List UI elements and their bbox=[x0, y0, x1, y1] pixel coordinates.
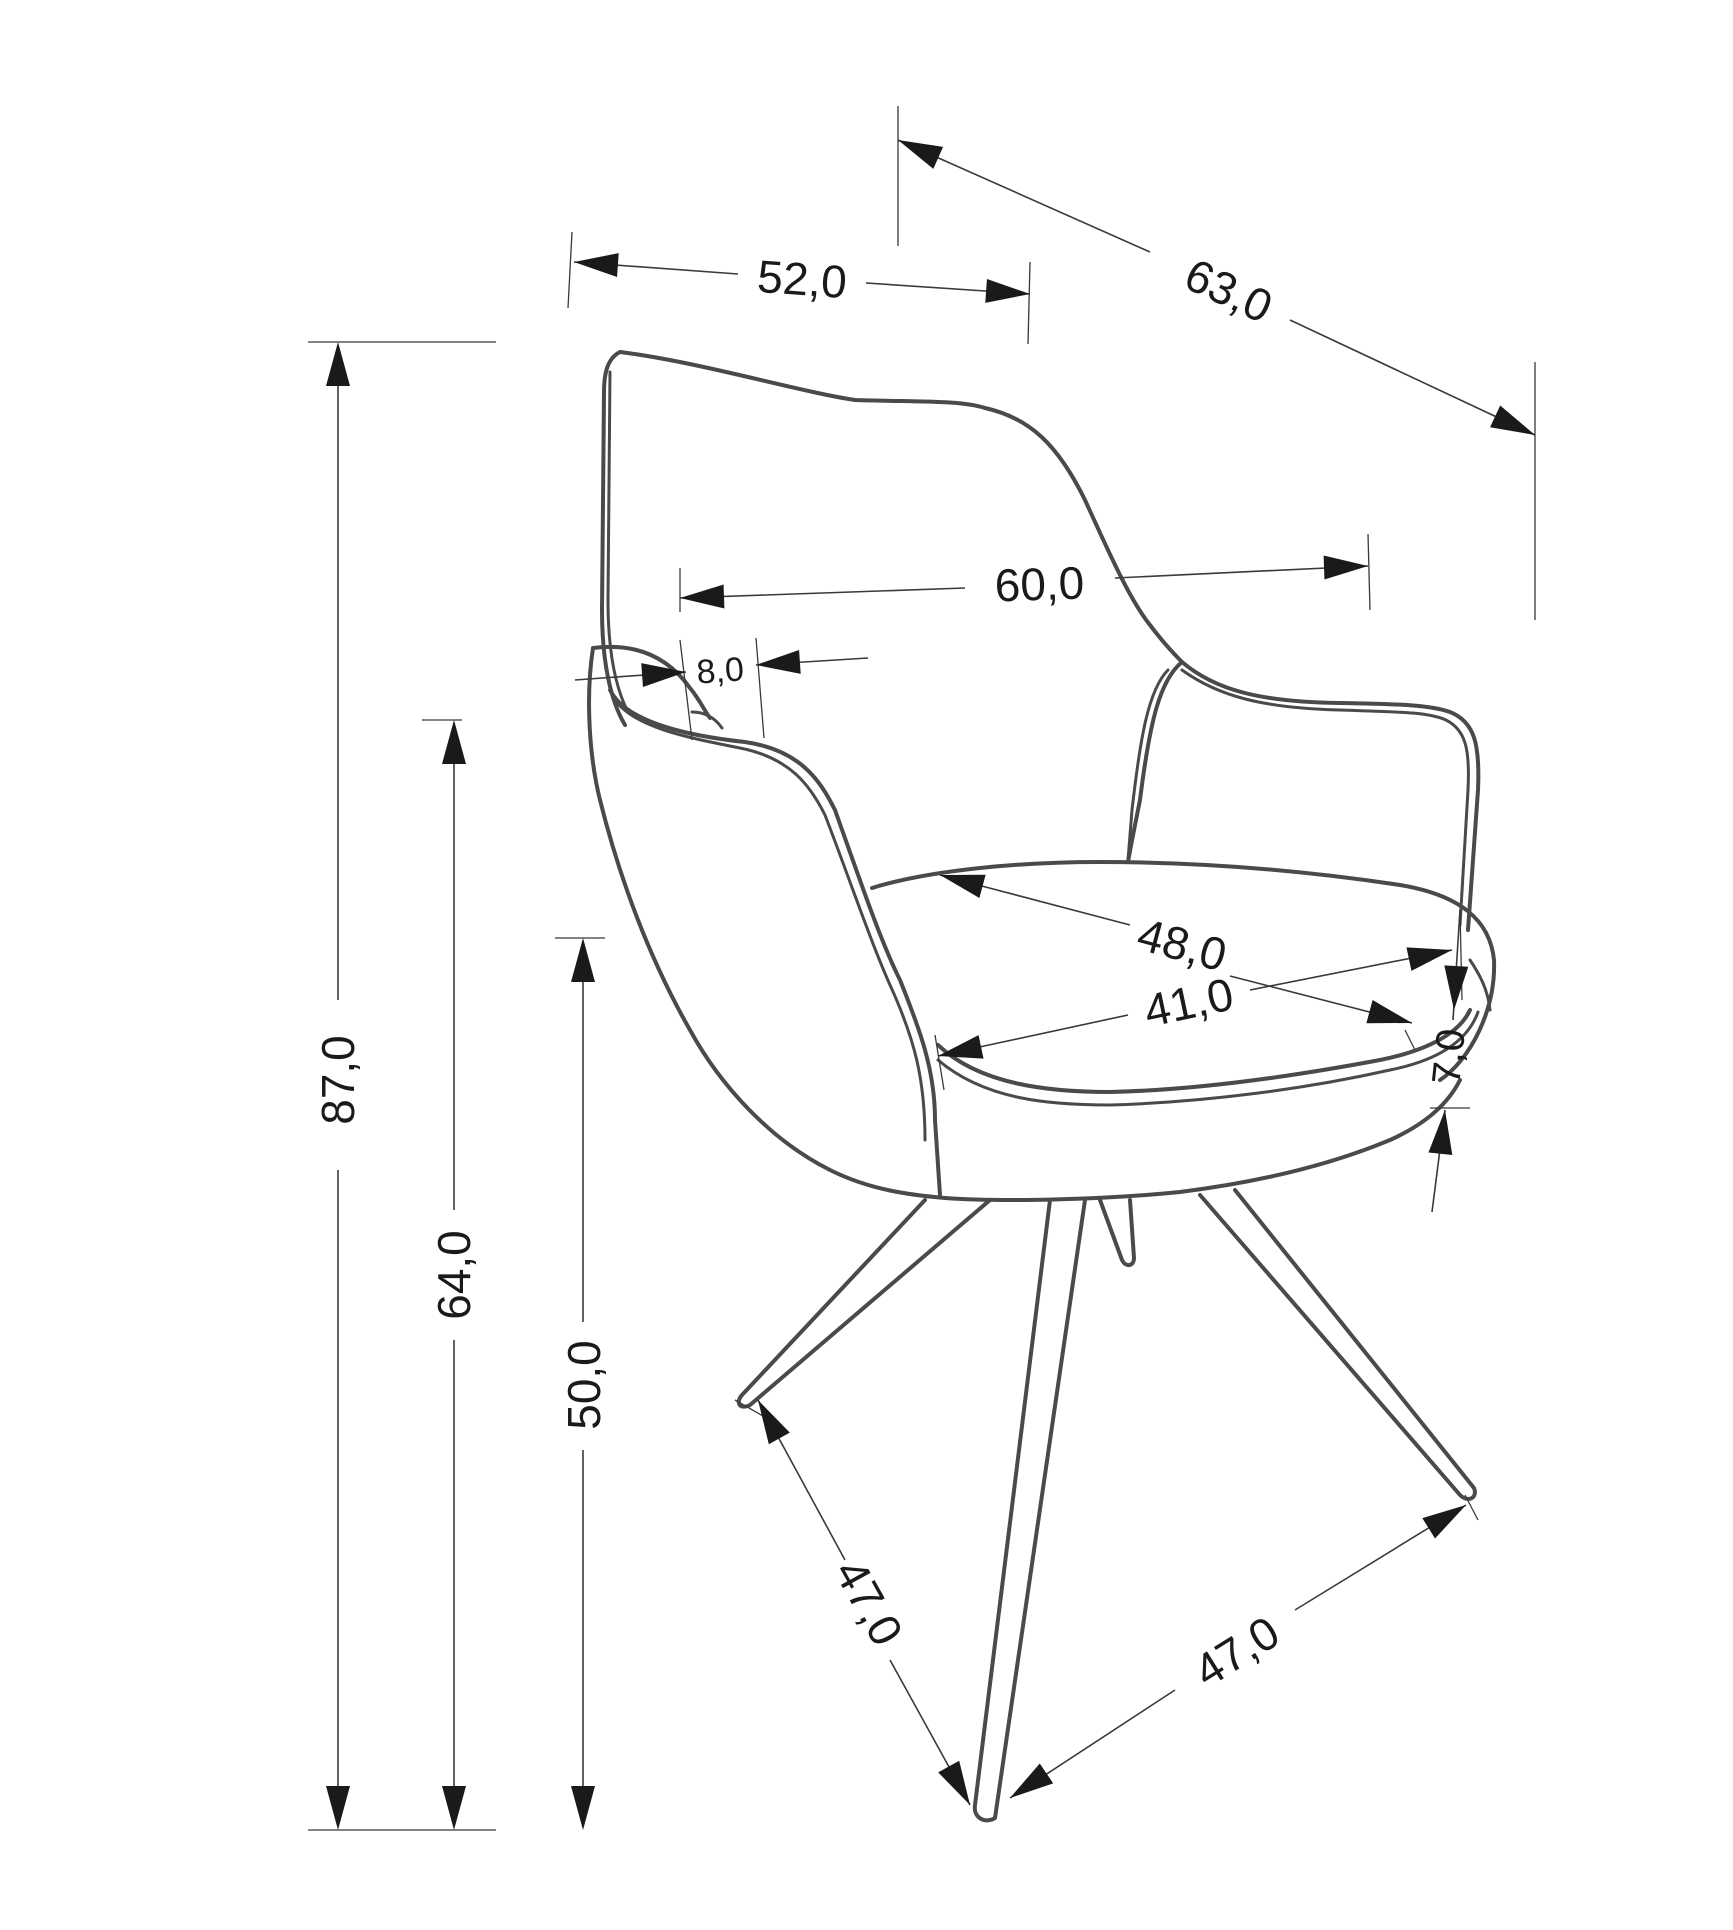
arrow-63-right bbox=[1490, 405, 1541, 446]
ext-52-right bbox=[1027, 261, 1031, 345]
label-armrest-height: 64,0 bbox=[428, 1230, 480, 1320]
arrow-87-bottom bbox=[326, 1786, 350, 1830]
ext-60-right bbox=[1367, 533, 1371, 611]
left-armrest-roll bbox=[690, 710, 724, 730]
left-armrest bbox=[587, 644, 947, 1200]
leg-front-left bbox=[736, 1198, 992, 1409]
arrow-52-right bbox=[985, 278, 1031, 306]
leg-front-center bbox=[972, 1198, 1087, 1823]
arrow-87-top bbox=[326, 342, 350, 386]
seat-cushion bbox=[870, 860, 1497, 1082]
arrow-47-right-bottom bbox=[1003, 1763, 1054, 1808]
label-total-height: 87,0 bbox=[312, 1035, 364, 1125]
label-depth: 63,0 bbox=[1177, 248, 1280, 333]
dim-line-63 bbox=[897, 139, 1151, 253]
ext-8-left bbox=[679, 639, 693, 741]
label-base-span-left: 47,0 bbox=[825, 1550, 914, 1654]
right-armrest-piping bbox=[1126, 668, 1170, 862]
arrow-52-left bbox=[573, 250, 619, 278]
seat-bottom bbox=[943, 1078, 1462, 1202]
backrest-piping bbox=[606, 370, 630, 714]
seat-front-piping bbox=[936, 1010, 1480, 1107]
ext-41-left bbox=[934, 1034, 945, 1091]
arrow-8-right bbox=[755, 649, 801, 677]
leg-front-right bbox=[1198, 1188, 1477, 1501]
seat-right-piping bbox=[1468, 958, 1492, 1012]
ext-47-right-top bbox=[1464, 1494, 1479, 1521]
label-base-span-right: 47,0 bbox=[1185, 1606, 1288, 1698]
ext-52-left bbox=[567, 231, 573, 309]
right-armrest bbox=[1126, 660, 1481, 932]
backrest-outline bbox=[600, 350, 1184, 727]
ext-48-right bbox=[1404, 1029, 1416, 1051]
dimension-lines bbox=[308, 106, 1541, 1831]
arrow-63-left bbox=[893, 129, 944, 169]
arrow-64-top bbox=[442, 720, 466, 764]
dim-line-63b bbox=[1289, 319, 1536, 436]
arrow-60-right bbox=[1323, 554, 1369, 580]
arrow-48-right bbox=[1366, 1000, 1416, 1035]
label-overall-width: 60,0 bbox=[994, 556, 1085, 611]
label-armrest-width: 8,0 bbox=[695, 650, 745, 691]
arrow-50-bottom bbox=[571, 1786, 595, 1830]
label-backrest-width: 52,0 bbox=[756, 250, 849, 308]
arrow-60-left bbox=[679, 584, 725, 610]
ext-8-right bbox=[755, 637, 765, 739]
seat-front-edge bbox=[936, 1008, 1472, 1094]
arrow-64-bottom bbox=[442, 1786, 466, 1830]
right-armrest-top-piping bbox=[1180, 668, 1470, 927]
label-seat-height: 50,0 bbox=[558, 1340, 610, 1430]
chair-outline bbox=[587, 350, 1497, 1823]
dimension-labels: 87,0 64,0 50,0 52,0 63,0 60,0 8,0 48,0 4… bbox=[312, 248, 1474, 1697]
dim-line-60 bbox=[679, 587, 966, 599]
left-armrest-inner bbox=[608, 688, 942, 1197]
label-seat-width-inner: 41,0 bbox=[1139, 968, 1237, 1037]
leg-back-center bbox=[1098, 1198, 1136, 1267]
label-seat-thickness: 7,0 bbox=[1424, 1027, 1474, 1087]
arrow-47-right-top bbox=[1422, 1494, 1473, 1539]
left-armrest-piping bbox=[613, 698, 927, 1142]
arrow-50-top bbox=[571, 938, 595, 982]
arrow-7-top bbox=[1442, 965, 1469, 1011]
